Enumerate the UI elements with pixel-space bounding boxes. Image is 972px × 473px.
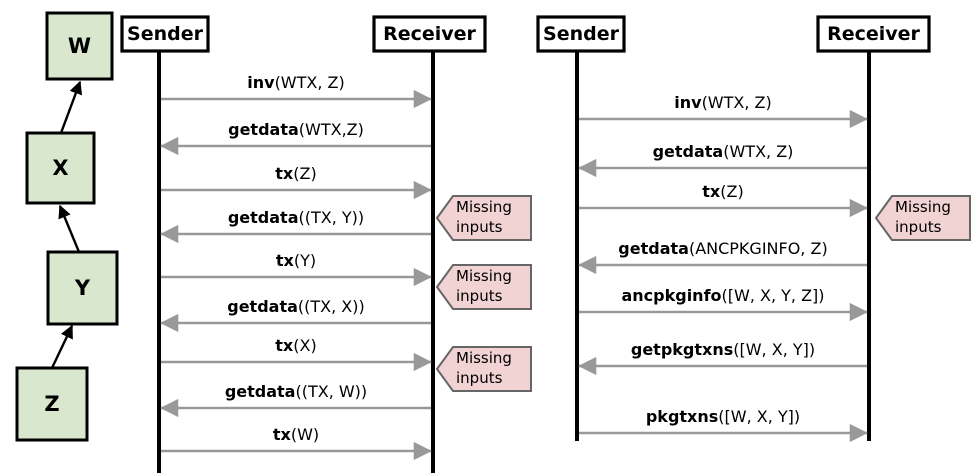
package-relay-sequence-callout-line2-1: inputs [895,218,942,236]
naive-getdata-sequence-callout-line1-1: Missing [456,198,512,216]
message-args: ([W, X, Y]) [718,407,801,426]
naive-getdata-sequence-callout-line2-3: inputs [456,369,503,387]
dag-edge-z-to-y [50,324,74,369]
dag-node-y [46,250,119,326]
message-command: pkgtxns [645,407,719,426]
package-relay-sequence-missing-inputs-callout-1 [874,195,971,241]
naive-getdata-sequence-missing-inputs-callout-3 [435,346,532,392]
message-args: (Z) [720,182,744,201]
message-command: getpkgtxns [630,340,734,359]
naive-getdata-sequence-message-label-1: inv(WTX, Z) [159,73,433,92]
message-args: (WTX, Z) [701,93,772,112]
message-command: getdata [228,120,299,139]
message-command: getdata [227,208,299,227]
message-args: ((TX, Y)) [298,208,365,227]
naive-getdata-sequence-message-label-4: getdata((TX, Y)) [159,208,433,227]
message-args: ([W, X, Y, Z]) [721,286,825,305]
message-command: inv [247,73,275,92]
message-command: tx [272,425,291,444]
naive-getdata-sequence-receiver-label: Receiver [383,23,476,45]
dag-node-label-w: W [67,34,92,58]
dag-node-label-y: Y [74,276,91,300]
naive-getdata-sequence-callout-line1-3: Missing [456,349,512,367]
package-relay-sequence-message-label-4: getdata(ANCPKGINFO, Z) [577,239,869,258]
naive-getdata-sequence-receiver-header-box [372,15,487,53]
naive-getdata-sequence-missing-inputs-callout-1 [435,195,532,241]
dag-node-label-x: X [52,156,69,180]
package-relay-sequence-receiver-header-box [816,15,931,53]
message-args: (X) [293,336,317,355]
naive-getdata-sequence-message-label-3: tx(Z) [159,164,433,183]
message-args: (Z) [293,164,317,183]
package-relay-sequence-sender-header-box [536,15,626,53]
naive-getdata-sequence-callout-line2-1: inputs [456,218,503,236]
dag-edge-y-to-x [58,204,81,253]
naive-getdata-sequence-callout-line2-2: inputs [456,287,503,305]
naive-getdata-sequence-message-label-2: getdata(WTX,Z) [159,120,433,139]
message-args: ((TX, W)) [295,382,368,401]
package-relay-sequence-message-label-7: pkgtxns([W, X, Y]) [577,407,869,426]
message-command: tx [702,182,721,201]
message-command: tx [275,164,294,183]
naive-getdata-sequence-message-label-7: tx(X) [159,336,433,355]
message-args: ([W, X, Y]) [733,340,816,359]
package-relay-sequence-message-label-5: ancpkginfo([W, X, Y, Z]) [577,286,869,305]
naive-getdata-sequence-sender-label: Sender [127,23,203,45]
dag-node-label-z: Z [44,392,60,416]
dag-node-w [45,11,114,81]
message-args: (WTX, Z) [723,142,794,161]
naive-getdata-sequence-message-label-8: getdata((TX, W)) [159,382,433,401]
dag-edge-x-to-w [59,80,83,134]
package-relay-sequence-sender-label: Sender [543,23,619,45]
message-args: ((TX, X)) [297,297,365,316]
message-args: (W) [290,425,320,444]
message-args: (Y) [293,251,317,270]
package-relay-sequence-message-label-3: tx(Z) [577,182,869,201]
package-relay-sequence-receiver-label: Receiver [827,23,920,45]
naive-getdata-sequence-message-label-9: tx(W) [159,425,433,444]
naive-getdata-sequence-sender-header-box [120,15,210,53]
naive-getdata-sequence-message-label-5: tx(Y) [159,251,433,270]
message-args: (ANCPKGINFO, Z) [688,239,828,258]
package-relay-sequence-message-label-6: getpkgtxns([W, X, Y]) [577,340,869,359]
message-args: (WTX,Z) [298,120,364,139]
message-command: ancpkginfo [621,286,722,305]
message-command: tx [275,251,294,270]
package-relay-sequence-callout-line1-1: Missing [895,198,951,216]
package-relay-sequence-message-label-2: getdata(WTX, Z) [577,142,869,161]
message-command: getdata [224,382,296,401]
package-relay-sequence-message-label-1: inv(WTX, Z) [577,93,869,112]
message-args: (WTX, Z) [274,73,345,92]
message-command: getdata [618,239,689,258]
dag-node-z [15,366,89,442]
message-command: getdata [652,142,724,161]
message-command: tx [275,336,294,355]
naive-getdata-sequence-missing-inputs-callout-2 [435,264,532,310]
dag-node-x [25,131,96,205]
naive-getdata-sequence-callout-line1-2: Missing [456,267,512,285]
message-command: inv [674,93,702,112]
naive-getdata-sequence-message-label-6: getdata((TX, X)) [159,297,433,316]
message-command: getdata [227,297,298,316]
